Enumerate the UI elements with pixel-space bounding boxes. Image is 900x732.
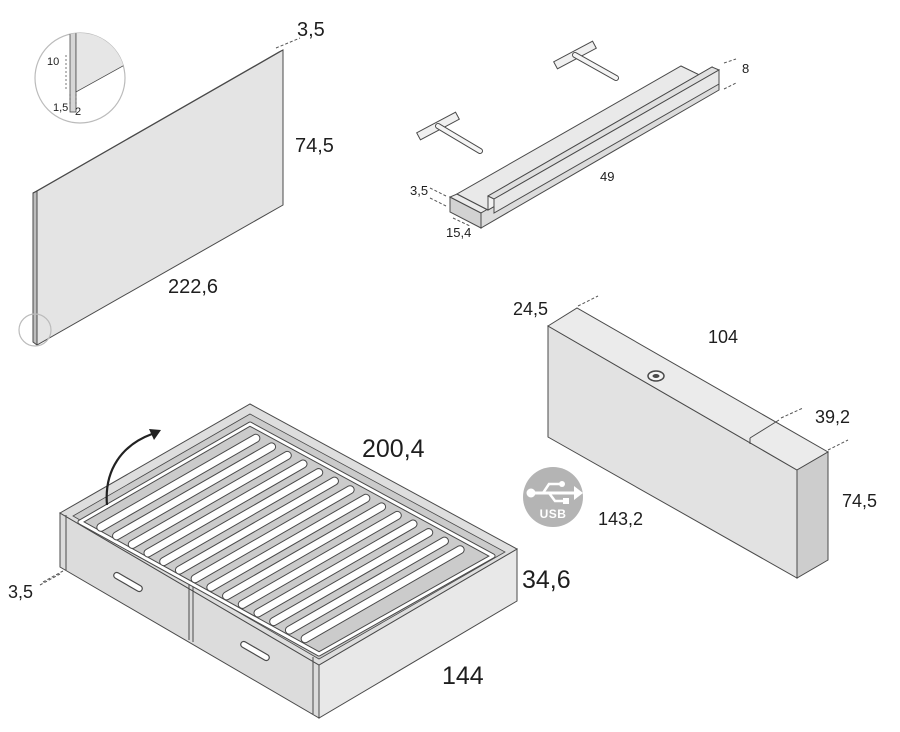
shelf-depth-label: 15,4 (446, 225, 472, 240)
bed-slat-face (160, 469, 323, 566)
usb-icon (526, 481, 583, 504)
headboard-height-label: 74,5 (295, 135, 334, 157)
bed-length-label: 200,4 (362, 435, 425, 463)
bench-depth-label: 24,5 (513, 299, 549, 319)
bed-slat-face (238, 511, 401, 608)
bed-slats (96, 433, 465, 644)
headboard-thickness-leader (275, 37, 301, 49)
bed-slat-face (97, 434, 260, 531)
usb-bench-leaders (577, 295, 849, 451)
bed-base (59, 403, 519, 719)
usb-badge-label: USB (539, 507, 567, 521)
bed-slat-face (175, 477, 338, 574)
bed-slat-face (254, 520, 417, 617)
bench-total-length-label: 143,2 (598, 509, 644, 529)
bed-slat-face (128, 451, 291, 548)
shelf (448, 65, 721, 229)
bench-side-width-label: 39,2 (815, 407, 851, 427)
detail-height-label: 10 (47, 56, 60, 68)
shelf-height-label: 8 (742, 61, 750, 76)
shelf-thickness-label: 3,5 (410, 183, 429, 198)
lift-arrow-icon (105, 429, 161, 506)
drawer-handle-left (113, 571, 143, 593)
bed-slat-face (191, 486, 354, 583)
bed-panel-thickness-label: 3,5 (8, 582, 34, 602)
headboard-panel (18, 49, 284, 347)
bed-slat-face (207, 494, 370, 591)
bed-slat-face (223, 503, 386, 600)
detail-depth-label: 2 (75, 106, 82, 118)
usb-badge (523, 467, 583, 527)
bench-inner-length-label: 104 (708, 327, 739, 347)
bed-slat-face (113, 443, 276, 540)
headboard-width-label: 222,6 (168, 276, 219, 298)
shelf-bracket-right (553, 40, 619, 81)
bed-slat-face (270, 529, 433, 626)
detail-gap-label: 1,5 (53, 102, 69, 114)
drawer-handle-right (240, 640, 270, 662)
shelf-length-label: 49 (600, 169, 615, 184)
bed-base-leaders (39, 570, 64, 586)
bed-slat-face (285, 537, 448, 634)
shelf-bracket-left (416, 111, 483, 154)
headboard-thickness-label: 3,5 (297, 19, 325, 41)
shelf-dimension-leaders (429, 58, 737, 227)
usb-bench (547, 307, 830, 579)
bed-width-label: 144 (442, 662, 484, 690)
slat-frame (77, 421, 496, 657)
bench-height-label: 74,5 (842, 491, 878, 511)
bed-slat-face (301, 546, 464, 643)
headboard-detail-marker (18, 313, 52, 347)
bed-height-label: 34,6 (522, 566, 571, 594)
bed-slat-face (144, 460, 307, 557)
headboard-joint-detail (34, 32, 126, 124)
